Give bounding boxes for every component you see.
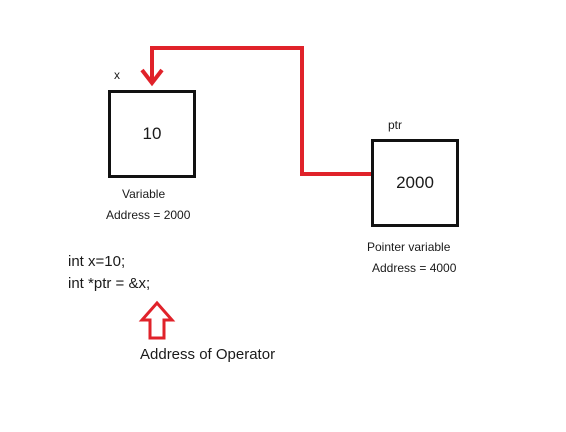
pointer-address: Address = 4000 bbox=[372, 261, 457, 275]
code-line-declaration: int x=10; bbox=[68, 253, 126, 270]
variable-value: 10 bbox=[142, 124, 162, 143]
variable-box: 10 bbox=[108, 90, 196, 178]
pointer-name-label: ptr bbox=[388, 118, 403, 132]
annotation-label: Address of Operator bbox=[140, 346, 276, 363]
pointer-box: 2000 bbox=[371, 139, 459, 227]
pointer-value: 2000 bbox=[396, 173, 434, 192]
connector-arrowhead bbox=[140, 68, 164, 87]
variable-name-label: x bbox=[114, 68, 120, 82]
variable-address: Address = 2000 bbox=[106, 208, 191, 222]
code-line-pointer: int *ptr = &x; bbox=[68, 275, 151, 292]
connector-line bbox=[150, 46, 372, 176]
pointer-caption: Pointer variable bbox=[367, 240, 451, 254]
variable-caption: Variable bbox=[122, 187, 166, 201]
up-arrow-outline bbox=[138, 300, 176, 340]
